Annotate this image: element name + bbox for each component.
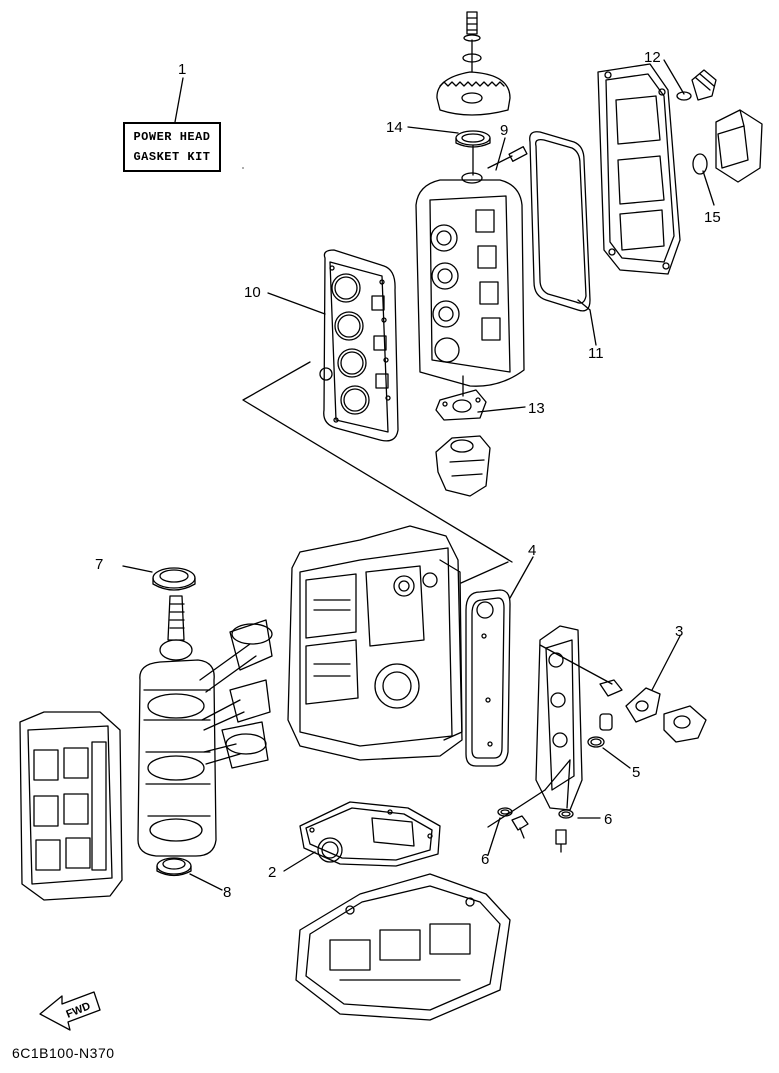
callout-1: 1 xyxy=(178,61,186,78)
exhaust-gasket-4 xyxy=(465,589,511,767)
thermostat-housing xyxy=(435,435,491,497)
oil-seal-8 xyxy=(156,857,192,877)
callout-4: 4 xyxy=(528,542,536,559)
leader-lines xyxy=(122,59,715,891)
callout-6a: 6 xyxy=(604,811,612,828)
callout-12: 12 xyxy=(644,49,661,66)
o-ring-5 xyxy=(587,736,605,748)
callout-6b: 6 xyxy=(481,851,489,868)
bolt-and-pulley xyxy=(436,11,511,116)
crankshaft-assembly xyxy=(137,595,273,857)
callout-10: 10 xyxy=(244,284,261,301)
gasket-13 xyxy=(435,375,487,421)
gasket-3 xyxy=(625,687,707,743)
callout-7: 7 xyxy=(95,556,103,573)
cylinder-block xyxy=(287,525,463,761)
callout-15: 15 xyxy=(704,209,721,226)
oil-seal-7 xyxy=(152,567,196,591)
head-cover-gasket-11 xyxy=(529,131,591,312)
callout-13: 13 xyxy=(528,400,545,417)
lower-case xyxy=(295,873,511,1021)
left-cover-part xyxy=(19,711,123,901)
base-gasket-2 xyxy=(299,801,441,867)
gasket-kit-label: POWER HEAD GASKET KIT xyxy=(123,122,221,172)
fwd-arrow-icon xyxy=(39,991,101,1031)
cylinder-head xyxy=(415,146,528,387)
callout-5: 5 xyxy=(632,764,640,781)
callout-8: 8 xyxy=(223,884,231,901)
diagram-code: 6C1B100-N370 xyxy=(12,1045,115,1061)
plug-12 xyxy=(676,69,717,101)
callout-11: 11 xyxy=(588,345,604,362)
callout-9: 9 xyxy=(500,122,508,139)
thermostat-cover xyxy=(692,109,763,183)
callout-14: 14 xyxy=(386,119,403,136)
kit-line-1: POWER HEAD xyxy=(133,130,211,144)
callout-3: 3 xyxy=(675,623,683,640)
cylinder-head-cover xyxy=(597,63,681,275)
exhaust-cover xyxy=(535,625,623,811)
callout-numbers: 1 2 3 4 5 6 6 7 8 9 10 11 12 13 14 15 xyxy=(95,49,721,901)
callout-2: 2 xyxy=(268,864,276,881)
kit-line-2: GASKET KIT xyxy=(133,150,211,164)
washers-6 xyxy=(497,807,574,853)
oil-seal-14 xyxy=(455,130,491,176)
head-gasket-10 xyxy=(319,249,399,442)
